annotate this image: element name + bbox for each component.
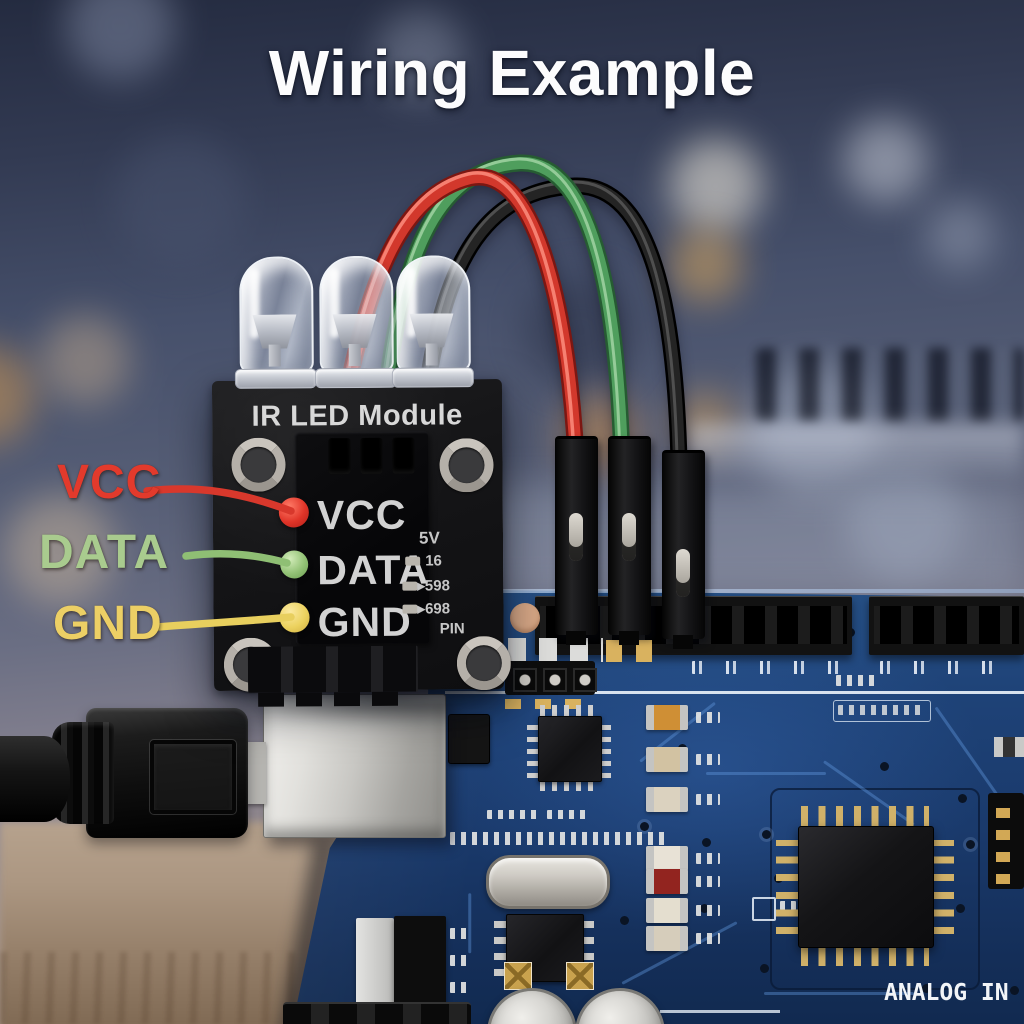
pcb-edge-highlight [430, 589, 1024, 593]
usb-metal-tongue [244, 742, 266, 804]
mcu-pins [776, 840, 798, 934]
background-haze [430, 486, 1024, 596]
silkscreen-marks [696, 712, 720, 723]
blurred-light-band [690, 424, 1024, 476]
smd-capacitor [646, 787, 688, 812]
solder-pad-row [487, 810, 541, 819]
pcb-trace [706, 772, 826, 775]
solder-pad-row [547, 810, 591, 819]
silkscreen-marks [836, 675, 876, 686]
smd-capacitor [646, 846, 688, 871]
smd-capacitor [646, 747, 688, 772]
connector-window [569, 513, 583, 561]
connector-tip [566, 631, 586, 645]
mcu-pins [932, 840, 954, 934]
chip-pins [540, 705, 598, 716]
jumper-connector-vcc [555, 436, 598, 645]
chip-pins [527, 718, 538, 778]
bokeh-light [845, 460, 965, 580]
pcb-routing-outline [770, 788, 980, 990]
mcu-pins [801, 946, 929, 966]
blurred-header-silhouette [756, 348, 1024, 422]
gold-pad [504, 962, 532, 990]
power-jack [283, 1002, 471, 1024]
silkscreen-marks [838, 705, 924, 715]
usb-plug-molding [149, 739, 237, 815]
solder-pads [505, 699, 593, 709]
header-pins [996, 800, 1010, 884]
silkscreen-line [660, 1010, 780, 1013]
smd-capacitor [646, 705, 688, 730]
pin-label-row [692, 661, 842, 674]
smd-resistor [646, 869, 688, 894]
jumper-connector-gnd [662, 450, 705, 649]
voltage-regulator [394, 916, 446, 1004]
smd-capacitor [646, 898, 688, 923]
chip-pins [494, 920, 506, 976]
silkscreen-marks [450, 832, 668, 845]
usb-cable [0, 736, 70, 822]
silkscreen-marks [696, 754, 720, 765]
bokeh-light [115, 135, 245, 265]
regulator-tab [356, 918, 394, 1004]
connector-window [622, 513, 636, 561]
bokeh-light [843, 118, 928, 203]
gold-pad [566, 962, 594, 990]
bokeh-light [668, 138, 763, 233]
bokeh-light [5, 495, 115, 605]
pcb-trace [764, 992, 914, 995]
header-holes [874, 606, 1019, 644]
callout-gnd: GND [53, 597, 163, 650]
connector-window [676, 549, 690, 597]
callout-vcc: VCC [57, 456, 162, 509]
header-hole [543, 668, 567, 692]
silkscreen-square [752, 897, 776, 921]
bokeh-light [40, 315, 130, 405]
jumper-connector-data [608, 436, 651, 645]
header-hole [573, 668, 597, 692]
silkscreen-marks [450, 982, 472, 993]
bokeh-light [925, 200, 995, 270]
callout-data: DATA [39, 526, 170, 579]
pin-label-row [880, 661, 1015, 674]
mounting-hole [510, 603, 540, 633]
bokeh-light [375, 10, 465, 100]
right-edge-pin-header [988, 793, 1024, 889]
silkscreen-marks [450, 955, 472, 966]
analog-in-label: ANALOG IN [884, 980, 1009, 1006]
chip-pins [540, 780, 598, 791]
connector-tip [673, 635, 693, 649]
gnd-leader-line [153, 613, 295, 631]
page-title: Wiring Example [268, 37, 756, 109]
silkscreen-marks [450, 928, 472, 939]
usb-serial-chip [538, 716, 602, 782]
chip-pins [600, 718, 611, 778]
smd-component [994, 737, 1024, 757]
silkscreen-marks [696, 794, 720, 805]
mcu-pins [801, 806, 929, 826]
data-leader-line [182, 550, 291, 567]
silkscreen-marks [696, 853, 720, 864]
solder-pads [508, 638, 603, 662]
female-header-strip [869, 596, 1024, 655]
silkscreen-marks [696, 876, 720, 887]
silkscreen-marks [696, 933, 720, 944]
silkscreen-label-box [833, 700, 931, 722]
crystal-oscillator [486, 855, 610, 909]
connector-tip [619, 631, 639, 645]
solder-pads [606, 640, 654, 662]
silkscreen-line [445, 691, 1024, 694]
bokeh-light [668, 228, 743, 303]
smd-capacitor [646, 926, 688, 951]
silkscreen-marks [696, 905, 720, 916]
vcc-leader-line [143, 485, 295, 515]
microcontroller-chip [798, 826, 934, 948]
